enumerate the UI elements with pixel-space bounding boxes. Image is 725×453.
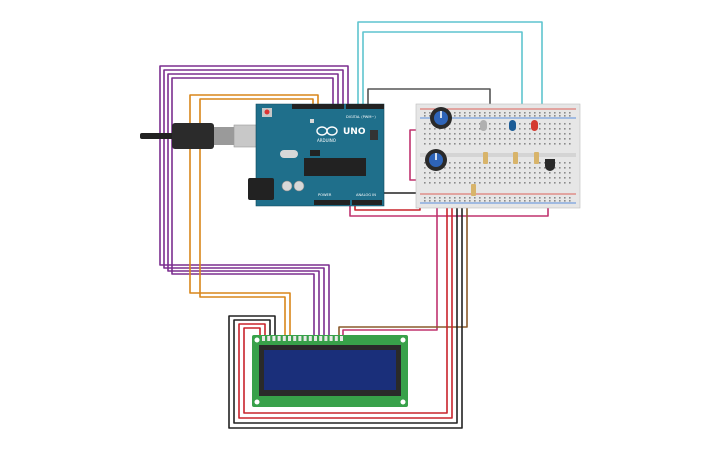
lcd-pin <box>303 336 307 341</box>
lcd-pin-header <box>262 336 343 341</box>
led-blue <box>509 120 516 131</box>
analog-label: ANALOG IN <box>356 193 376 197</box>
capacitor-2 <box>293 180 305 192</box>
wire-purple-4 <box>171 77 334 336</box>
power-label: POWER <box>318 193 332 197</box>
led-red <box>531 120 538 131</box>
resistor-1 <box>483 152 488 164</box>
wire-purple-1 <box>159 65 349 336</box>
wire-black-loop-2 <box>233 196 458 424</box>
capacitor-1 <box>281 180 293 192</box>
lcd-pin <box>340 336 343 341</box>
crystal <box>280 150 298 158</box>
lcd-16x2 <box>252 335 408 407</box>
wire-cyan-2 <box>362 31 523 172</box>
digital-label: DIGITAL (PWM~) <box>346 115 376 119</box>
lcd-pin <box>267 336 271 341</box>
lcd-pin <box>272 336 276 341</box>
arduino-logo <box>316 126 338 136</box>
lcd-pin <box>298 336 302 341</box>
resistor-3 <box>534 152 539 164</box>
atmega-chip <box>304 158 366 176</box>
lcd-pin <box>324 336 328 341</box>
wire-black-loop-1 <box>228 196 463 429</box>
temperature-sensor <box>545 159 555 171</box>
lcd-pin <box>293 336 297 341</box>
lcd-pin <box>329 336 333 341</box>
led-gray <box>480 120 487 131</box>
wire-purple-3 <box>167 73 339 336</box>
resistor-2 <box>513 152 518 164</box>
resistor-4 <box>471 184 476 196</box>
arduino-text: ARDUINO <box>317 138 336 143</box>
lcd-pin <box>288 336 291 341</box>
lcd-pin <box>277 336 281 341</box>
wire-orange-2 <box>199 98 314 336</box>
arduino-uno: UNO ARDUINO DIGITAL (PWM~) POWER ANALOG … <box>248 103 385 207</box>
lcd-pin <box>314 336 317 341</box>
potentiometer-2 <box>425 149 447 171</box>
potentiometer-1 <box>430 107 452 129</box>
wire-cyan-1 <box>357 21 543 163</box>
wire-magenta-lcd <box>342 196 438 336</box>
wire-red-loop-1 <box>238 196 453 419</box>
wire-red-loop-2 <box>243 196 448 414</box>
wire-purple-2 <box>163 69 344 336</box>
wire-brown-lcd <box>338 196 468 336</box>
wire-orange-1 <box>189 94 319 336</box>
lcd-pin <box>334 336 338 341</box>
uno-text: UNO <box>343 127 366 137</box>
lcd-pin <box>319 336 323 341</box>
power-jack <box>248 178 274 200</box>
lcd-pin <box>262 336 265 341</box>
lcd-screen <box>264 350 396 390</box>
resistors <box>471 152 539 196</box>
lcd-pin <box>282 336 286 341</box>
lcd-pin <box>308 336 312 341</box>
